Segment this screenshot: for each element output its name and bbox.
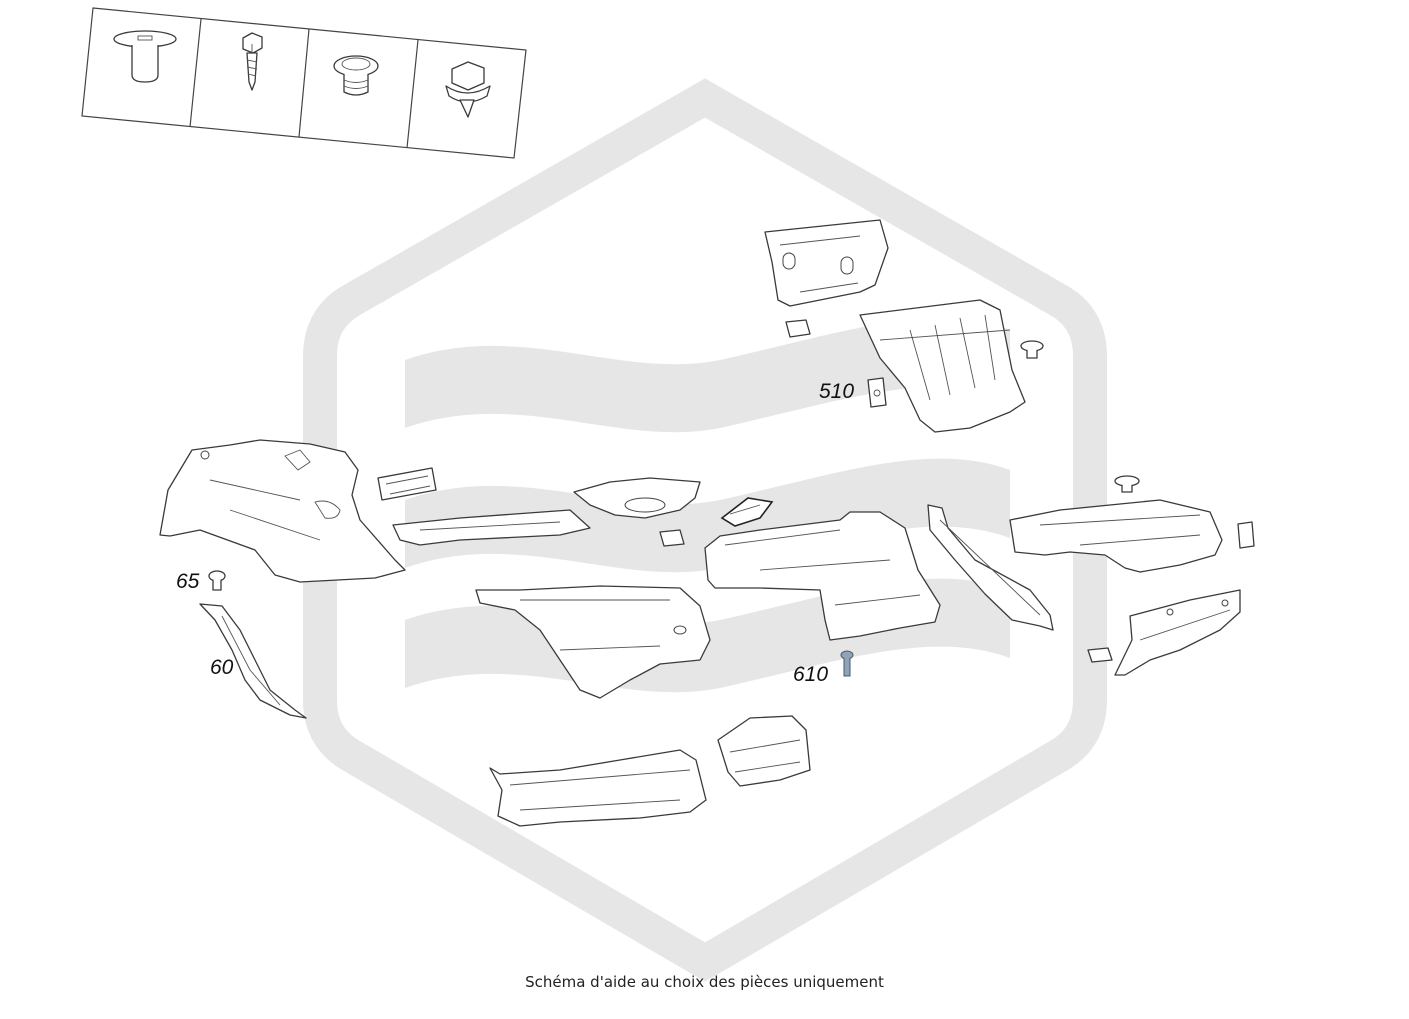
fastener-legend-table	[81, 7, 527, 159]
heat-shield-bottom-left	[489, 749, 707, 827]
clip-nut-510	[867, 377, 887, 408]
diagram-caption: Schéma d'aide au choix des pièces unique…	[525, 973, 884, 991]
heat-shield-bottom-center	[717, 715, 811, 787]
push-rivet-icon	[113, 30, 177, 83]
push-rivet-right-2	[1114, 475, 1140, 493]
heat-shield-bar-left	[392, 509, 591, 546]
heat-shield-diagonal-rail	[927, 504, 1054, 631]
heat-shield-upper-panel	[764, 219, 889, 307]
clip-nut-small-1	[785, 319, 811, 338]
clip-nut-small-2	[659, 529, 685, 547]
bolt-65	[208, 570, 226, 591]
heat-shield-strip-60	[199, 603, 307, 719]
heat-shield-tunnel-center	[704, 511, 941, 641]
bracket-holder-dark	[720, 497, 774, 527]
heat-shield-rear-right	[1009, 499, 1223, 573]
heat-shield-bracket-center	[573, 477, 701, 519]
hex-bolt-icon	[445, 61, 491, 118]
heat-shield-front-left	[159, 439, 406, 583]
heat-shield-rear-upper	[859, 299, 1026, 433]
clip-nut-icon	[333, 55, 379, 96]
callout-610: 610	[793, 663, 829, 686]
push-rivet-right-1	[1020, 340, 1044, 359]
callout-65: 65	[176, 570, 200, 593]
clip-nut-right	[1237, 521, 1255, 549]
bolt-610	[840, 650, 854, 677]
callout-510: 510	[819, 380, 855, 403]
screw-icon	[242, 32, 263, 91]
bracket-left-small	[377, 467, 437, 501]
heat-shield-rear-lower-right	[1114, 589, 1241, 676]
clip-nut-lower-right	[1087, 647, 1113, 663]
callout-60: 60	[210, 656, 234, 679]
heat-shield-front-center	[475, 585, 711, 699]
